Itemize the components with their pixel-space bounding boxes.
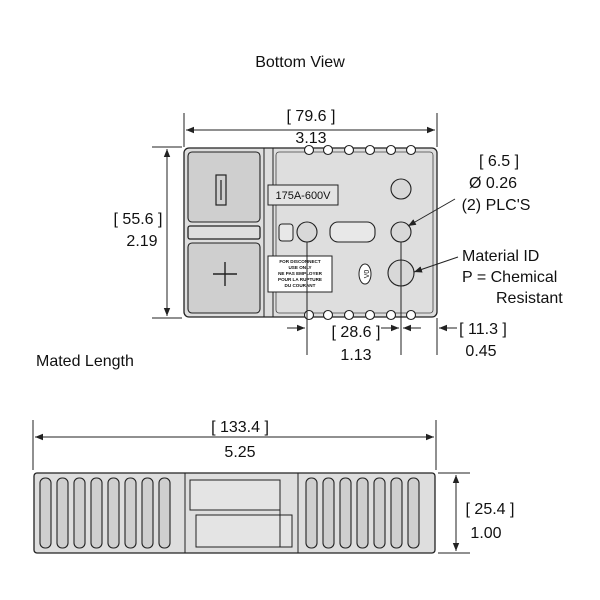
warning-line-2: USE ONLY [288,265,311,270]
offset-mm-label: [ 11.3 ] [459,321,507,338]
hole-leader [407,198,456,227]
warning-line-4: POUR LA RUPTURE [278,277,322,282]
mounting-hole-top [390,178,412,200]
height-label-mask [120,209,160,249]
material-id-label: Material ID [462,248,539,265]
rating-text: 175A-600V [275,190,331,202]
bottom-view-title: Bottom View [255,54,345,71]
hole-mm-label: [ 6.5 ] [479,153,519,170]
warning-line-3: NE PAS EMPLOYER [278,271,322,276]
length-in-label: 5.25 [224,444,255,461]
mated-connector-side [33,472,436,554]
connector-body: 175A-600V FOR DISCONNECT USE ONLY NE PAS… [183,147,438,318]
width-mm-label: [ 79.6 ] [287,108,336,125]
length-mm-label: [ 133.4 ] [211,419,269,436]
warning-line-5: DU COURANT [285,283,316,288]
height-in-label: 2.19 [126,233,157,250]
center-rib [187,225,261,240]
rating-stamp [267,184,339,206]
top-bumps [303,144,417,156]
spacing-in-label: 1.13 [340,347,371,364]
mated-height-in-label: 1.00 [470,525,501,542]
offset-in-label: 0.45 [465,343,496,360]
width-in-label: 3.13 [295,130,326,147]
material-desc-label: Resistant [496,290,563,307]
v0-text: V0 [364,270,371,279]
warning-line-1: FOR DISCONNECT [279,259,321,264]
material-code-label: P = Chemical [462,269,557,286]
plus-contact-pad [187,242,261,314]
mounting-hole-left [296,221,318,243]
latch-slot [329,221,376,243]
height-mm-label: [ 55.6 ] [114,211,163,228]
warning-label [267,255,333,293]
material-leader [413,256,459,273]
v0-mark [358,263,372,285]
mounting-hole-right [390,221,412,243]
mated-length-title: Mated Length [36,353,134,370]
hole-count-label: (2) PLC'S [462,197,531,214]
spacing-mm-label: [ 28.6 ] [332,324,381,341]
mated-height-mm-label: [ 25.4 ] [466,501,515,518]
minus-contact-pad [187,151,261,223]
hole-in-label: Ø 0.26 [469,175,517,192]
